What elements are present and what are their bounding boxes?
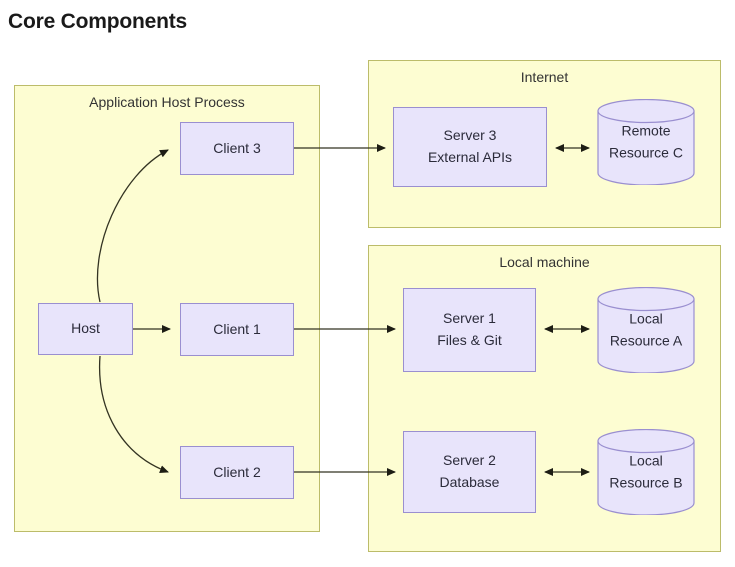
node-server-3-title: Server 3: [443, 127, 497, 144]
node-client-3[interactable]: Client 3: [180, 122, 294, 175]
cylinder-icon: [597, 99, 695, 185]
node-client-2-label: Client 2: [213, 463, 261, 480]
node-server-1-title: Server 1: [443, 310, 496, 327]
node-client-1[interactable]: Client 1: [180, 303, 294, 356]
node-server-2-subtitle: Database: [439, 474, 500, 490]
database-local-resource-a[interactable]: Local Resource A: [597, 287, 695, 373]
node-server-1-subtitle: Files & Git: [437, 332, 502, 348]
group-label-local-machine: Local machine: [499, 254, 590, 270]
cylinder-icon: [597, 429, 695, 515]
group-label-internet: Internet: [520, 69, 569, 85]
node-host[interactable]: Host: [38, 303, 133, 355]
page-title: Core Components: [8, 10, 188, 33]
node-client-1-label: Client 1: [213, 320, 261, 337]
group-label-application-host-process: Application Host Process: [89, 94, 245, 110]
node-client-2[interactable]: Client 2: [180, 446, 294, 499]
node-server-2[interactable]: Server 2 Database: [403, 431, 536, 513]
node-server-3-subtitle: External APIs: [427, 149, 513, 165]
node-server-1[interactable]: Server 1 Files & Git: [403, 288, 536, 372]
node-server-2-title: Server 2: [443, 452, 496, 469]
node-client-3-label: Client 3: [213, 139, 261, 156]
node-host-label: Host: [71, 320, 100, 337]
node-server-3[interactable]: Server 3 External APIs: [393, 107, 547, 187]
cylinder-icon: [597, 287, 695, 373]
database-remote-resource-c[interactable]: Remote Resource C: [597, 99, 695, 185]
database-local-resource-b[interactable]: Local Resource B: [597, 429, 695, 515]
